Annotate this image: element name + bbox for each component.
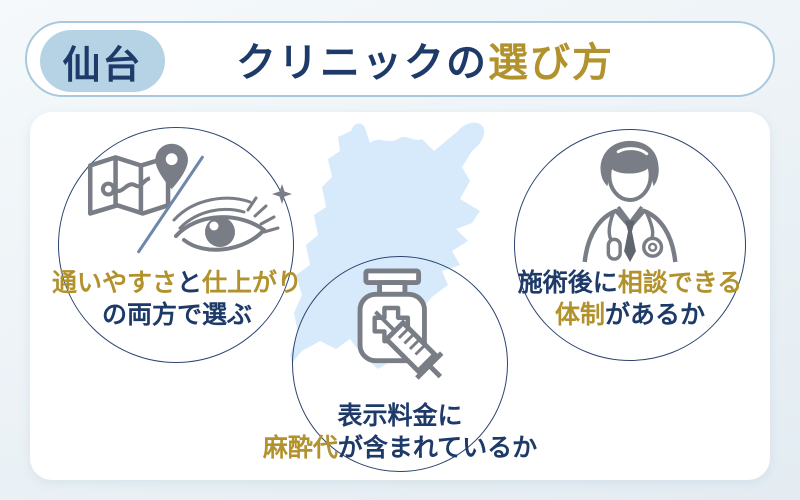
syringe-icon	[374, 310, 444, 380]
point-text-access: 通いやすさと仕上がり の両方で選ぶ	[36, 267, 318, 331]
point-circle-anesthesia	[292, 256, 508, 472]
header-pill: 仙台 クリニックの選び方	[25, 21, 775, 97]
region-badge-label: 仙台	[62, 44, 143, 87]
point-text-line: 麻酔代が含まれているか	[248, 432, 552, 464]
text-segment: 表示料金に	[337, 402, 463, 430]
medicine-bottle-syringe-icon	[357, 268, 444, 380]
region-badge: 仙台	[40, 30, 165, 92]
text-segment: が含まれているか	[337, 434, 538, 462]
point-text-line: の両方で選ぶ	[36, 299, 318, 331]
title-main: クリニックの	[236, 40, 488, 85]
point-text-aftercare: 施術後に相談できる 体制があるか	[488, 267, 772, 331]
doctor-icon	[582, 140, 678, 263]
page-title: クリニックの選び方	[27, 30, 773, 88]
text-segment: 通いやすさ	[51, 269, 177, 297]
text-segment: 施術後に	[517, 269, 618, 297]
point-circle-access	[58, 127, 294, 363]
point-text-line: 施術後に相談できる	[488, 267, 772, 299]
point-text-line: 体制があるか	[488, 299, 772, 331]
text-segment: 麻酔代	[262, 434, 338, 462]
text-segment: 仕上がり	[202, 269, 303, 297]
content-card: 通いやすさと仕上がり の両方で選ぶ 表	[30, 112, 770, 480]
text-segment: 体制	[554, 301, 605, 329]
text-segment: の両方で選ぶ	[101, 301, 252, 329]
text-segment: があるか	[605, 301, 706, 329]
point-text-line: 表示料金に	[248, 400, 552, 432]
title-accent: 選び方	[488, 40, 614, 85]
point-circle-aftercare	[514, 129, 746, 361]
text-segment: と	[176, 269, 202, 297]
point-text-line: 通いやすさと仕上がり	[36, 267, 318, 299]
text-segment: 相談できる	[617, 269, 743, 297]
sparkle-icon	[272, 184, 292, 204]
map-icon	[87, 143, 188, 216]
eye-icon	[172, 184, 292, 252]
point-text-anesthesia: 表示料金に 麻酔代が含まれているか	[248, 400, 552, 464]
